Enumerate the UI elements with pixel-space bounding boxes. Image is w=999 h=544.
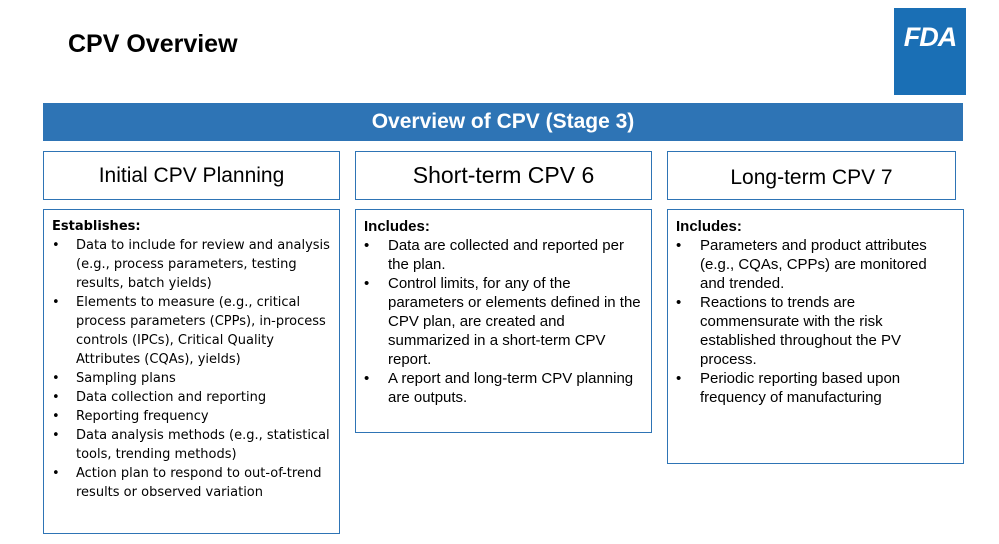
bullet-icon: • xyxy=(52,390,60,405)
bullet-icon: • xyxy=(52,466,60,481)
list-item-text: Data analysis methods (e.g., statistical… xyxy=(76,428,330,462)
column-lead: Includes: xyxy=(364,218,430,235)
list-item: • Reactions to trends are commensurate wi… xyxy=(676,293,955,369)
list-item-text: Elements to measure (e.g., critical proc… xyxy=(76,295,326,367)
list-item-text: Reactions to trends are commensurate wit… xyxy=(700,294,901,368)
bullet-icon: • xyxy=(52,238,60,253)
list-item: • Data are collected and reported per the… xyxy=(364,236,643,274)
section-banner: Overview of CPV (Stage 3) xyxy=(43,103,963,141)
list-item-text: Data are collected and reported per the … xyxy=(388,237,624,273)
list-item: • Control limits, for any of the paramete… xyxy=(364,274,643,369)
bullet-icon: • xyxy=(676,294,682,311)
column-lead: Includes: xyxy=(676,218,742,235)
page-title: CPV Overview xyxy=(68,30,238,58)
fda-logo: FDA xyxy=(894,8,966,95)
column-heading-long-term: Long-term CPV 7 xyxy=(667,151,956,200)
list-item-text: A report and long-term CPV planning are … xyxy=(388,370,634,406)
list-item: • Data to include for review and analysis… xyxy=(52,236,331,293)
list-item: • Action plan to respond to out-of-trend … xyxy=(52,464,331,502)
list-item: • Reporting frequency xyxy=(52,407,331,426)
bullet-icon: • xyxy=(52,371,60,386)
list-item: • Elements to measure (e.g., critical pro… xyxy=(52,293,331,369)
column-body-short-term: Includes: • Data are collected and report… xyxy=(355,209,652,433)
bullet-list: • Parameters and product attributes (e.g.… xyxy=(676,236,955,407)
column-body-long-term: Includes: • Parameters and product attrib… xyxy=(667,209,964,464)
list-item-text: Parameters and product attributes (e.g.,… xyxy=(700,237,927,292)
list-item: • Data collection and reporting xyxy=(52,388,331,407)
list-item-text: Data collection and reporting xyxy=(76,390,267,405)
bullet-icon: • xyxy=(52,409,60,424)
bullet-icon: • xyxy=(676,237,682,254)
column-lead: Establishes: xyxy=(52,219,141,234)
list-item-text: Periodic reporting based upon frequency … xyxy=(700,370,901,406)
list-item: • Sampling plans xyxy=(52,369,331,388)
fda-logo-text: FDA xyxy=(903,22,957,52)
bullet-icon: • xyxy=(364,370,370,387)
list-item: • Data analysis methods (e.g., statistica… xyxy=(52,426,331,464)
bullet-list: • Data are collected and reported per the… xyxy=(364,236,643,407)
list-item-text: Reporting frequency xyxy=(76,409,209,424)
column-heading-initial-planning: Initial CPV Planning xyxy=(43,151,340,200)
column-body-initial-planning: Establishes: • Data to include for review… xyxy=(43,209,340,534)
bullet-icon: • xyxy=(676,370,682,387)
bullet-icon: • xyxy=(364,275,370,292)
bullet-icon: • xyxy=(52,428,60,443)
column-heading-short-term: Short-term CPV 6 xyxy=(355,151,652,200)
list-item-text: Sampling plans xyxy=(76,371,176,386)
list-item: • A report and long-term CPV planning are… xyxy=(364,369,643,407)
bullet-list: • Data to include for review and analysis… xyxy=(52,236,331,502)
list-item-text: Data to include for review and analysis … xyxy=(76,238,330,291)
bullet-icon: • xyxy=(52,295,60,310)
bullet-icon: • xyxy=(364,237,370,254)
list-item-text: Control limits, for any of the parameter… xyxy=(388,275,641,368)
list-item-text: Action plan to respond to out-of-trend r… xyxy=(76,466,322,500)
list-item: • Periodic reporting based upon frequency… xyxy=(676,369,955,407)
list-item: • Parameters and product attributes (e.g.… xyxy=(676,236,955,293)
